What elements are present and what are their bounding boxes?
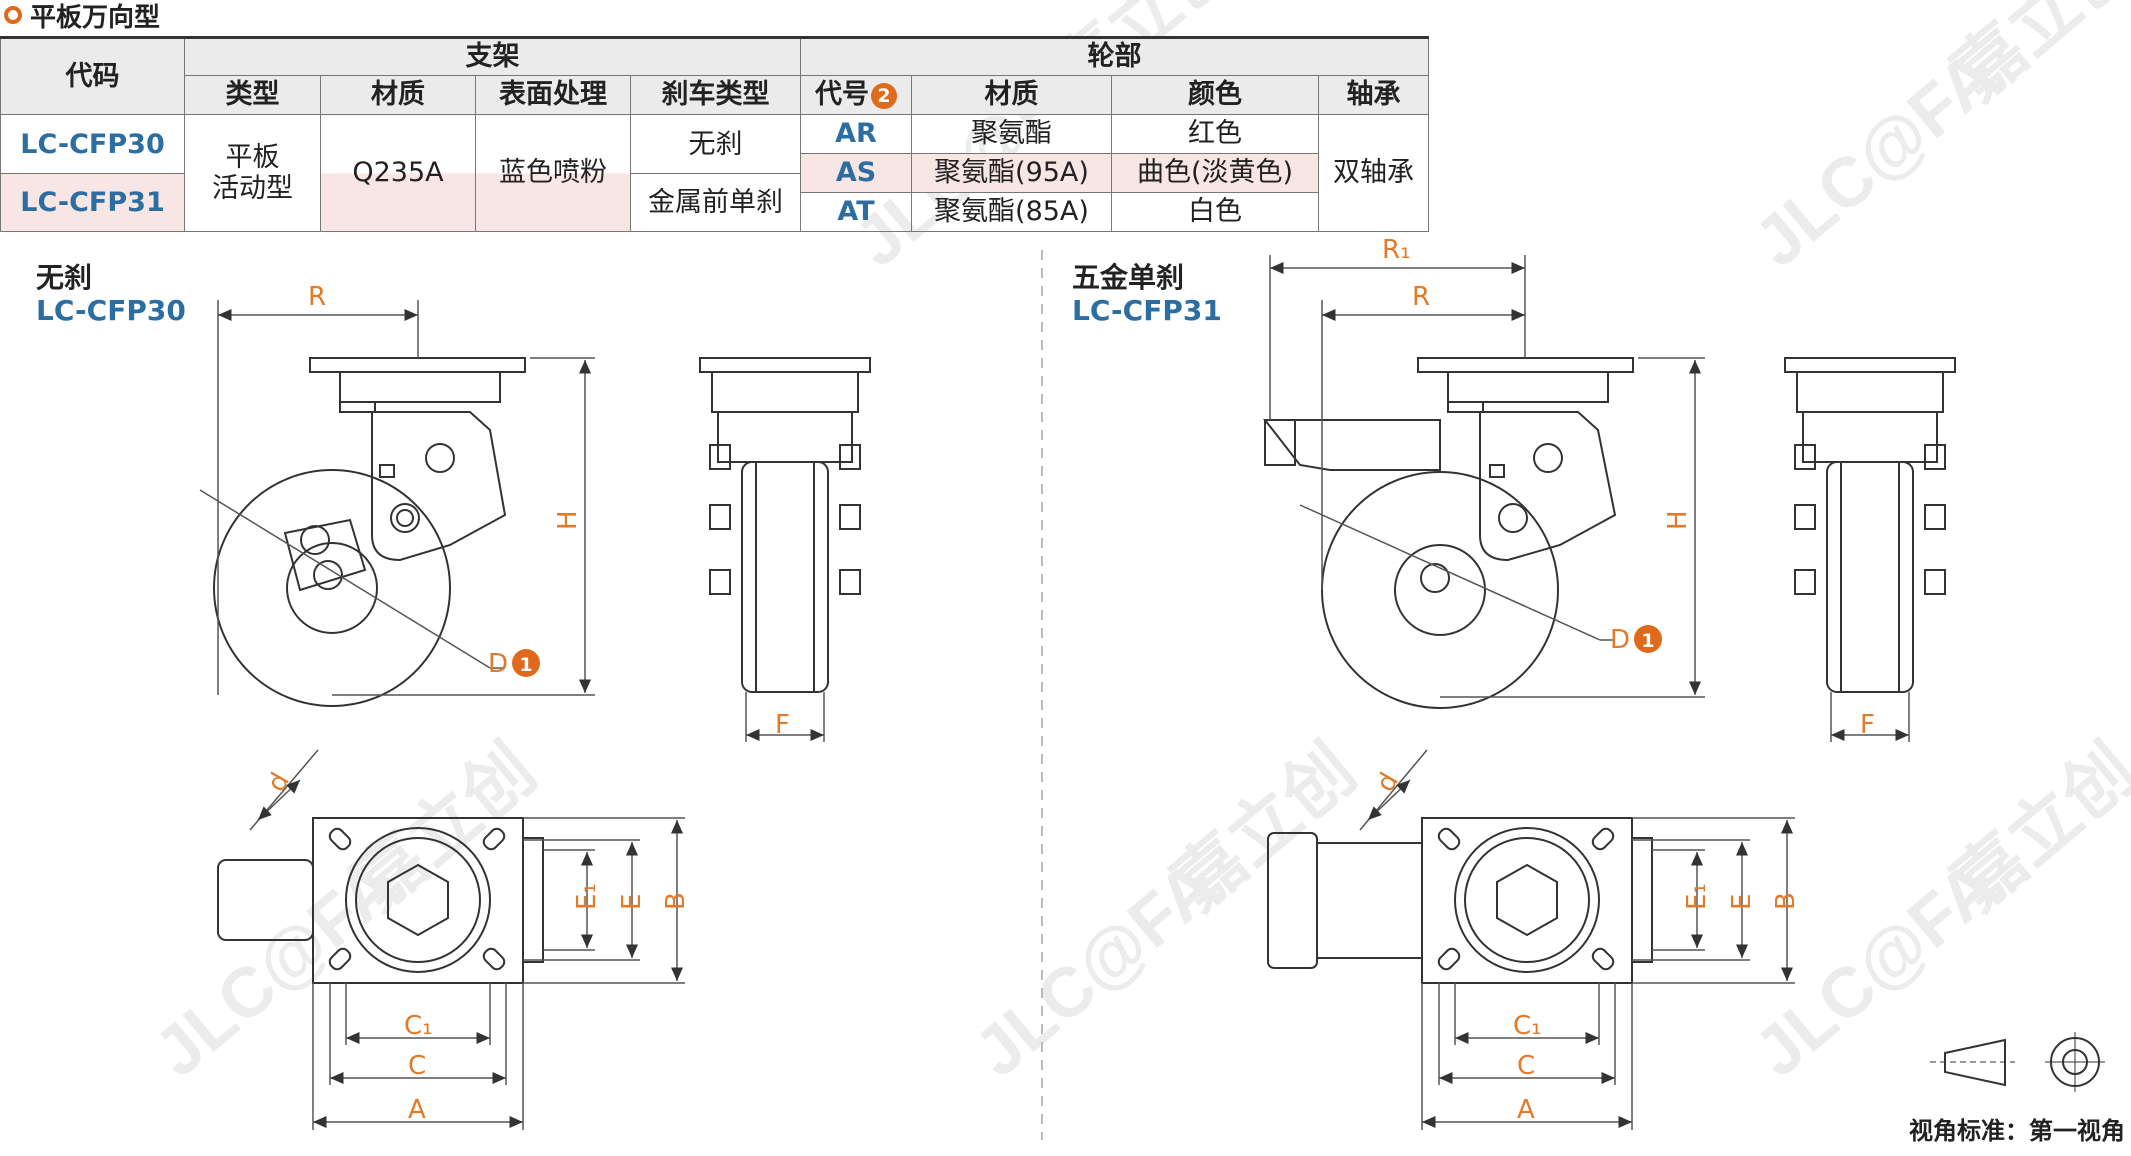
left-top-dimensions <box>249 749 685 1130</box>
view-standard: 视角标准：第一视角 <box>1909 1117 2125 1145</box>
left-side-view <box>213 357 526 707</box>
dim-c-left: C <box>408 1051 426 1081</box>
wheel-color-at: 白色 <box>1111 192 1319 232</box>
circle-bullet-icon <box>4 6 22 24</box>
wheel-code-ar: AR <box>800 114 912 154</box>
code-cell: LC-CFP30 LC-CFP31 <box>0 114 185 232</box>
dim-a-right: A <box>1517 1095 1535 1125</box>
wheel-material-ar: 聚氨酯 <box>911 114 1112 154</box>
header-surface: 表面处理 <box>475 75 631 115</box>
dim-r-left: R <box>308 282 326 312</box>
brake-none: 无刹 <box>688 128 743 160</box>
right-front-view <box>1784 357 1956 693</box>
dim-f-left: F <box>775 710 790 740</box>
badge-label: 1 <box>519 654 532 676</box>
label-hardware-brake: 五金单刹 <box>1072 261 1185 294</box>
right-front-dimensions <box>1830 692 1910 742</box>
header-color: 颜色 <box>1111 75 1319 115</box>
dim-c1-left: C₁ <box>404 1011 433 1041</box>
code-cfp30: LC-CFP30 <box>20 128 165 160</box>
wheel-color-as: 曲色(淡黄色) <box>1111 153 1319 193</box>
projection-symbol-icon <box>1930 1032 2105 1092</box>
dim-b-left: B <box>661 892 691 910</box>
wheel-code-at: AT <box>800 192 912 232</box>
dim-r1-right: R₁ <box>1382 235 1411 265</box>
dim-e-right: E <box>1727 894 1757 910</box>
section-title: 平板万向型 <box>4 0 160 33</box>
dim-d-small-right: d <box>1371 768 1405 797</box>
dim-r-right: R <box>1412 282 1430 312</box>
dim-c1-right: C₁ <box>1513 1011 1542 1041</box>
left-top-view <box>217 817 544 984</box>
number-badge <box>1634 625 1662 653</box>
right-top-dimensions <box>1359 749 1795 1130</box>
dim-e1-left: E₁ <box>572 883 602 910</box>
label-no-brake: 无刹 <box>36 261 93 294</box>
type-cell: 平板 活动型 <box>184 114 321 232</box>
code-cfp31: LC-CFP31 <box>1 172 184 231</box>
left-front-dimensions <box>745 692 825 742</box>
dim-d-right: D <box>1610 625 1630 655</box>
dim-c-right: C <box>1517 1051 1535 1081</box>
wheel-code-as: AS <box>800 153 912 193</box>
right-side-view <box>1262 357 1634 709</box>
wheel-material-at: 聚氨酯(85A) <box>911 192 1112 232</box>
header-type: 类型 <box>184 75 321 115</box>
dim-e1-right: E₁ <box>1682 883 1712 910</box>
header-wheel-material: 材质 <box>911 75 1112 115</box>
left-front-view <box>699 357 871 693</box>
wheel-material-as: 聚氨酯(95A) <box>911 153 1112 193</box>
material-cell: Q235A <box>320 114 476 232</box>
dim-h-right: H <box>1663 510 1693 530</box>
dim-e-left: E <box>617 894 647 910</box>
dim-a-left: A <box>408 1095 426 1125</box>
surface-cell: 蓝色喷粉 <box>475 114 631 232</box>
right-top-view <box>1267 817 1653 984</box>
header-bearing: 轴承 <box>1318 75 1429 115</box>
label-code-right: LC-CFP31 <box>1072 294 1222 327</box>
badge-label: 1 <box>1641 630 1654 652</box>
dim-f-right: F <box>1860 710 1875 740</box>
header-material: 材质 <box>320 75 476 115</box>
header-bracket: 支架 <box>184 36 801 76</box>
dim-h-left: H <box>553 510 583 530</box>
dim-d-left: D <box>488 649 508 679</box>
dim-b-right: B <box>1771 892 1801 910</box>
left-dimensions <box>199 300 595 696</box>
header-brake: 刹车类型 <box>630 75 801 115</box>
number-badge <box>512 649 540 677</box>
bearing-cell: 双轴承 <box>1318 114 1429 232</box>
right-side-dimensions <box>1269 255 1705 698</box>
brake-metal-front: 金属前单刹 <box>631 172 800 231</box>
brake-cell: 无刹 金属前单刹 <box>630 114 801 232</box>
label-code-left: LC-CFP30 <box>36 294 186 327</box>
dim-d-small-left: d <box>262 768 296 797</box>
header-wheel: 轮部 <box>800 36 1429 76</box>
number-badge: 2 <box>871 82 897 109</box>
